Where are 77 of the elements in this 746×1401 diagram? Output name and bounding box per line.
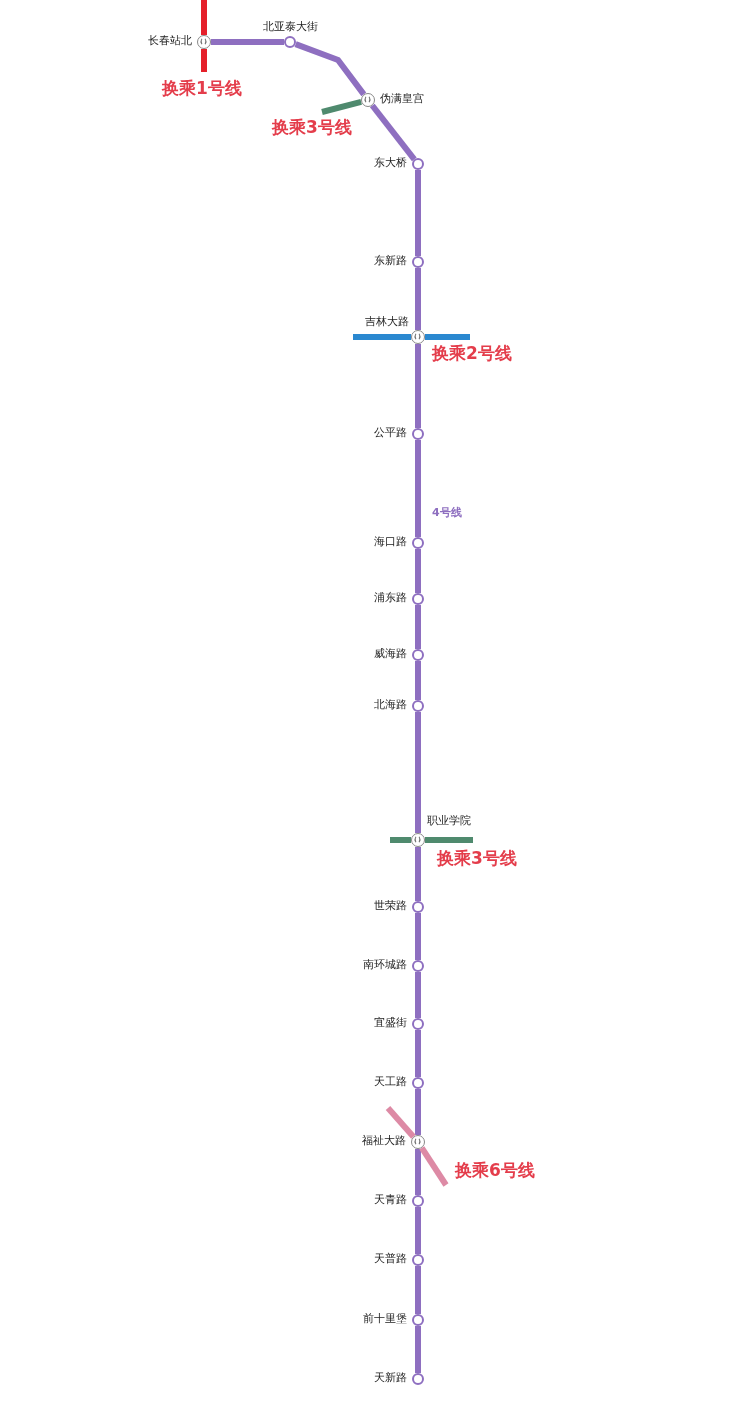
metro-line [415,712,421,833]
transfer-note: 换乘3号线 [437,848,517,868]
station-circle [412,593,424,605]
station-name: 东新路 [374,253,407,267]
interchange-station-icon [361,93,375,107]
metro-line [415,1149,421,1195]
station-name: 世荣路 [374,898,407,912]
metro-line [415,1030,421,1077]
metro-line [415,972,421,1018]
station-name: 北亚泰大街 [262,20,318,33]
metro-line [201,49,207,72]
station-name: 海口路 [374,534,407,548]
transfer-note: 换乘6号线 [455,1160,535,1180]
station-name: 公平路 [374,425,407,439]
metro-line [415,440,421,537]
metro-line [415,1207,421,1254]
line-name: 4号线 [432,505,462,521]
station-circle [412,901,424,913]
station-name: 威海路 [374,646,407,660]
metro-line [415,170,421,256]
station-circle [412,1195,424,1207]
station-circle [412,1254,424,1266]
transfer-line [353,334,411,340]
transfer-note: 换乘1号线 [162,78,242,98]
metro-line [369,103,417,162]
metro-line [415,268,421,330]
interchange-station-icon [411,1135,425,1149]
station-circle [412,428,424,440]
station-name: 职业学院 [427,814,471,827]
transfer-note: 换乘2号线 [432,343,512,363]
metro-line [419,1146,449,1187]
transfer-note: 换乘3号线 [272,117,352,137]
metro-line [415,549,421,593]
station-circle [412,1314,424,1326]
station-name: 南环城路 [363,957,407,971]
station-name: 天普路 [374,1251,407,1265]
transfer-line [385,1106,416,1139]
interchange-station-icon [411,833,425,847]
metro-line [211,39,284,45]
station-name: 浦东路 [374,590,407,604]
transfer-line [390,837,411,843]
station-name: 天新路 [374,1370,407,1384]
metro-line [415,1326,421,1373]
station-circle [284,36,296,48]
station-circle [412,256,424,268]
station-name: 北海路 [374,697,407,711]
station-name: 长春站北 [148,33,192,47]
interchange-station-icon [411,330,425,344]
station-circle [412,700,424,712]
interchange-station-icon [197,35,211,49]
station-name: 伪满皇宫 [380,91,424,105]
station-circle [412,960,424,972]
metro-line [415,913,421,960]
station-name: 宜盛街 [374,1015,407,1029]
station-name: 前十里堡 [363,1311,407,1325]
metro-line [425,837,473,843]
metro-line [415,605,421,649]
metro-line [415,847,421,901]
transfer-line [201,0,207,35]
metro-line [425,334,470,340]
metro-line [415,661,421,700]
station-name: 福祉大路 [362,1133,406,1147]
station-circle [412,537,424,549]
station-name: 吉林大路 [365,315,409,328]
station-name: 天工路 [374,1074,407,1088]
metro-line [321,98,362,115]
station-name: 东大桥 [374,155,407,169]
station-circle [412,1018,424,1030]
station-circle [412,649,424,661]
station-circle [412,1373,424,1385]
station-name: 天青路 [374,1192,407,1206]
station-circle [412,1077,424,1089]
metro-line [294,41,367,97]
metro-line [415,344,421,428]
station-circle [412,158,424,170]
metro-line [415,1266,421,1314]
metro-line [415,1089,421,1135]
